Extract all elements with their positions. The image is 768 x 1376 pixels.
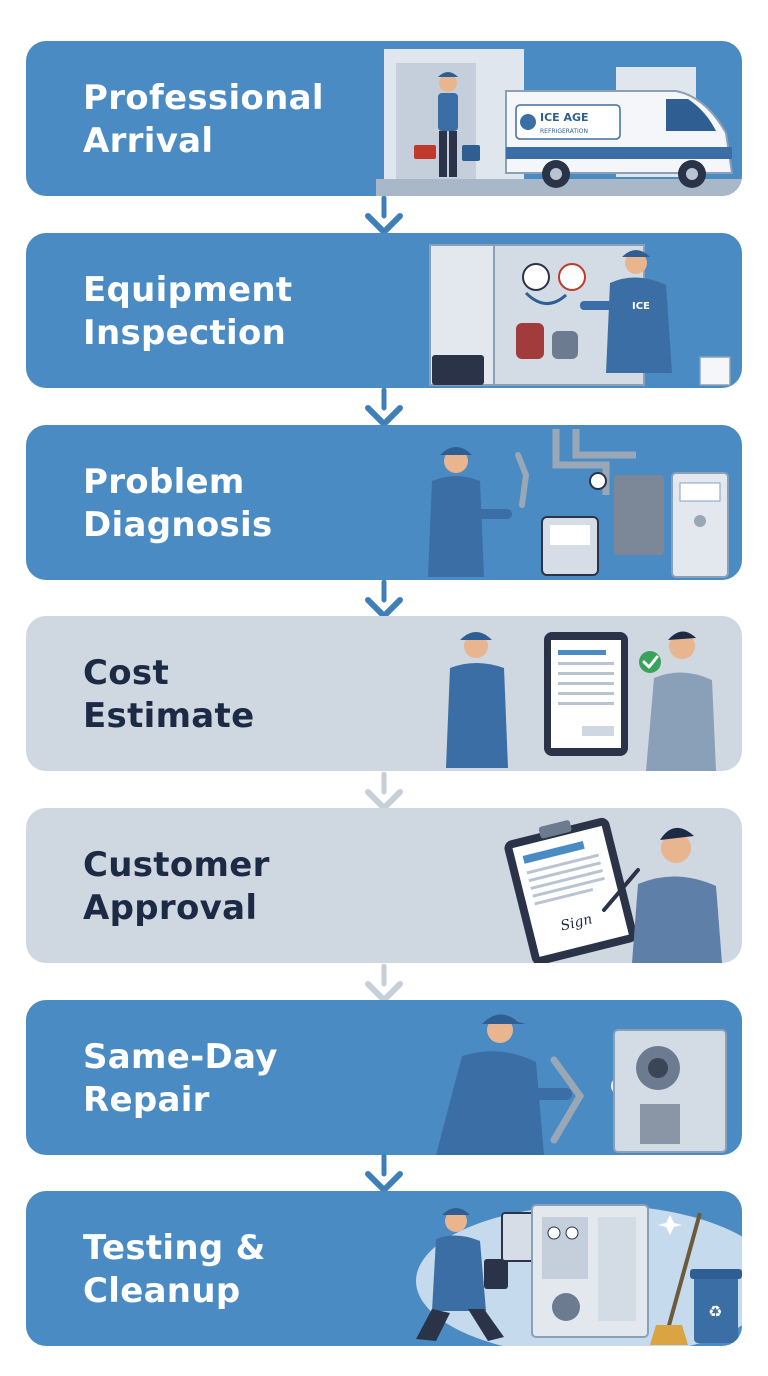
cost-estimate-illustration [446, 631, 716, 771]
sparkle-icon [658, 1215, 682, 1235]
step-title-line1: Equipment [83, 270, 293, 310]
step-problem-diagnosis: Problem Diagnosis [26, 425, 742, 580]
connector-arrow-5 [365, 964, 403, 1003]
step-title: Problem Diagnosis [83, 461, 383, 547]
garage-door [396, 63, 476, 181]
step-title: Testing & Cleanup [83, 1227, 383, 1313]
service-van: ICE AGE REFRIGERATION [505, 90, 734, 188]
diagnosis-illustration [428, 429, 729, 578]
step-title-line1: Cost [83, 653, 170, 693]
step-title: Same-Day Repair [83, 1036, 383, 1122]
pressure-gauge-icon [558, 263, 586, 291]
technician-van-illustration: ICE AGE REFRIGERATION [376, 49, 742, 196]
pen-icon [602, 868, 640, 912]
customer-figure [646, 631, 716, 771]
broom-icon [666, 1212, 702, 1330]
step-title: Customer Approval [83, 844, 383, 930]
step-title-line2: Diagnosis [83, 505, 273, 545]
toolbox-icon [414, 145, 436, 159]
connector-arrow-3 [365, 580, 403, 619]
step-title: Professional Arrival [83, 77, 383, 163]
checkmark-icon [639, 651, 661, 673]
step-title-line1: Testing & [83, 1228, 266, 1268]
step-customer-approval: Customer Approval Sign [26, 808, 742, 963]
step-testing-cleanup: Testing & Cleanup ♻ [26, 1191, 742, 1346]
svg-text:Sign: Sign [559, 911, 594, 934]
testing-cleanup-illustration: ♻ [416, 1204, 742, 1346]
pressure-gauge-icon [522, 263, 550, 291]
technician-figure: ICE [580, 250, 672, 373]
drop-icon [520, 114, 536, 130]
step-title-line1: Problem [83, 462, 245, 502]
step-title-line2: Arrival [83, 121, 214, 161]
step-title-line1: Same-Day [83, 1037, 278, 1077]
compressor [614, 475, 664, 555]
step-title-line2: Estimate [83, 696, 255, 736]
svg-text:REFRIGERATION: REFRIGERATION [540, 128, 588, 135]
wrench-icon [515, 452, 530, 508]
technician-figure [414, 72, 480, 177]
step-professional-arrival: Professional Arrival ICE AGE REFRIGERATI… [26, 41, 742, 196]
connector-arrow-6 [365, 1154, 403, 1193]
technician-figure [436, 1014, 572, 1155]
tool-cup-icon [699, 356, 731, 386]
step-title: Cost Estimate [83, 652, 383, 738]
step-title-line1: Professional [83, 78, 324, 118]
step-title-line1: Customer [83, 845, 270, 885]
technician-figure [446, 632, 508, 768]
equipment-inspection-illustration: ICE [429, 244, 731, 386]
connector-arrow-4 [365, 772, 403, 811]
gauge-icon [589, 472, 607, 490]
svg-text:ICE AGE: ICE AGE [540, 111, 589, 124]
wrench-icon [550, 1056, 585, 1144]
step-cost-estimate: Cost Estimate [26, 616, 742, 771]
connector-arrow-1 [365, 196, 403, 235]
technician-figure [416, 1208, 504, 1341]
step-equipment-inspection: Equipment Inspection ICE [26, 233, 742, 388]
step-same-day-repair: Same-Day Repair [26, 1000, 742, 1155]
customer-approval-illustration: Sign [504, 817, 722, 963]
connector-arrow-2 [365, 388, 403, 427]
customer-figure [632, 827, 722, 963]
tablet-icon [484, 1259, 508, 1289]
repair-illustration [436, 1014, 727, 1155]
svg-text:♻: ♻ [708, 1302, 722, 1321]
recycling-bin-icon [694, 1275, 738, 1343]
step-title-line2: Cleanup [83, 1271, 241, 1311]
step-title-line2: Approval [83, 888, 258, 928]
step-title-line2: Inspection [83, 313, 287, 353]
clipboard-icon: Sign [504, 817, 637, 963]
step-title: Equipment Inspection [83, 269, 383, 355]
svg-text:ICE: ICE [632, 301, 650, 312]
toolbox-icon [432, 355, 484, 385]
step-title-line2: Repair [83, 1080, 210, 1120]
technician-figure [428, 447, 512, 577]
